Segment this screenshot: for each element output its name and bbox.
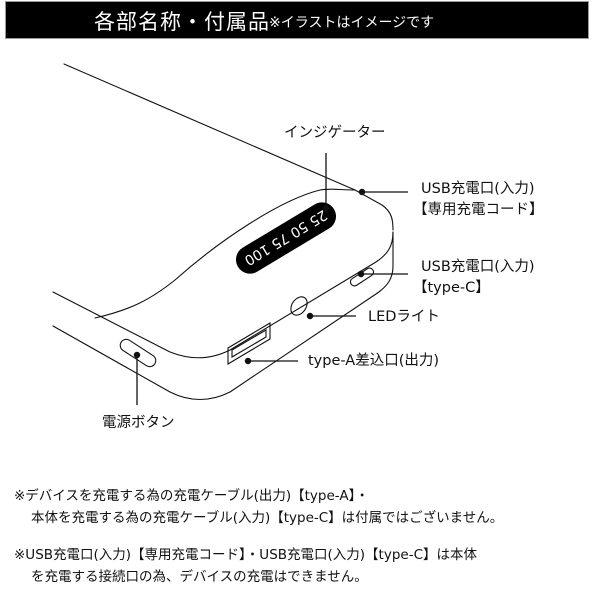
- label-usb-dedicated-line1: USB充電口(入力): [421, 181, 535, 197]
- power-button-shape: [119, 338, 157, 368]
- header-title: 各部名称・付属品: [94, 10, 270, 34]
- note-input-ports-only: ※USB充電口(入力)【専用充電コード】・USB充電口(入力)【type-C】は…: [14, 544, 477, 588]
- note-2-line2: を充電する接続口の為、デバイスの充電はできません。: [31, 569, 368, 585]
- led-light: [290, 296, 308, 316]
- device-front-lower-edge: [52, 265, 394, 400]
- type-a-port: [227, 322, 271, 365]
- indicator-text: 25 50 75 100: [241, 206, 329, 268]
- label-usb-dedicated-line2: 【専用充電コード】: [413, 202, 544, 218]
- note-1-line2: 本体を充電する為の充電ケーブル(入力)【type-C】は付属ではございません。: [31, 510, 504, 526]
- label-power-button: 電源ボタン: [102, 415, 175, 431]
- device-panel-curve: [94, 188, 356, 319]
- note-2-line1: ※USB充電口(入力)【専用充電コード】・USB充電口(入力)【type-C】は…: [14, 547, 478, 563]
- header-note: ※イラストはイメージです: [269, 15, 435, 31]
- header-bar: 各部名称・付属品 ※イラストはイメージです: [5, 1, 589, 39]
- power-bank-illustration: 25 50 75 100: [52, 63, 408, 405]
- label-led-light: LEDライト: [368, 309, 440, 325]
- device-top-right-edge: [354, 189, 394, 231]
- label-usb-typec-line2: 【type-C】: [413, 280, 490, 296]
- device-top-edge: [63, 63, 356, 191]
- device-front-upper-edge: [52, 231, 394, 359]
- note-cables-not-included: ※デバイスを充電する為の充電ケーブル(出力)【type-A】・ 本体を充電する為…: [14, 485, 503, 529]
- note-1-line1: ※デバイスを充電する為の充電ケーブル(出力)【type-A】・: [14, 488, 369, 504]
- label-indicator: インジゲーター: [284, 125, 386, 141]
- label-type-a-output: type-A差込口(出力): [308, 353, 440, 369]
- label-usb-typec-line1: USB充電口(入力): [421, 259, 535, 275]
